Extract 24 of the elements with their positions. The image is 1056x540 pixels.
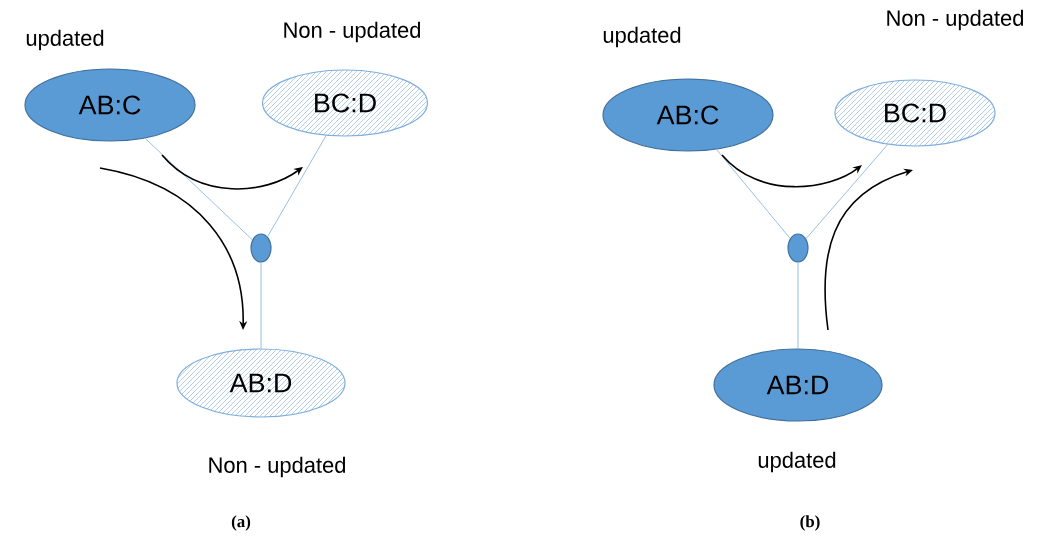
connector-line (716, 149, 791, 239)
subfigure-caption: (b) (800, 515, 820, 531)
connector-line (805, 144, 888, 239)
curved-arrow (721, 154, 862, 188)
status-label: Non - updated (209, 456, 345, 478)
status-label: updated (758, 451, 836, 473)
connector-line (144, 137, 253, 241)
connector-line (797, 262, 799, 349)
junction-dot (250, 233, 272, 263)
status-label: Non - updated (887, 9, 1023, 31)
ellipse-node: BC:D (834, 79, 996, 147)
junction-dot (787, 233, 809, 263)
status-label: Non - updated (284, 21, 420, 43)
ellipse-node: AB:D (176, 348, 346, 418)
ellipse-node: BC:D (261, 69, 429, 137)
connector-line (260, 262, 262, 349)
status-label: updated (26, 29, 104, 51)
ellipse-node: AB:C (602, 78, 774, 152)
subfigure-caption: (a) (231, 515, 251, 531)
status-label: updated (603, 26, 681, 48)
ellipse-node: AB:D (713, 348, 883, 422)
ellipse-node: AB:C (24, 68, 196, 142)
connector-line (267, 135, 327, 237)
curved-arrow (161, 154, 303, 190)
